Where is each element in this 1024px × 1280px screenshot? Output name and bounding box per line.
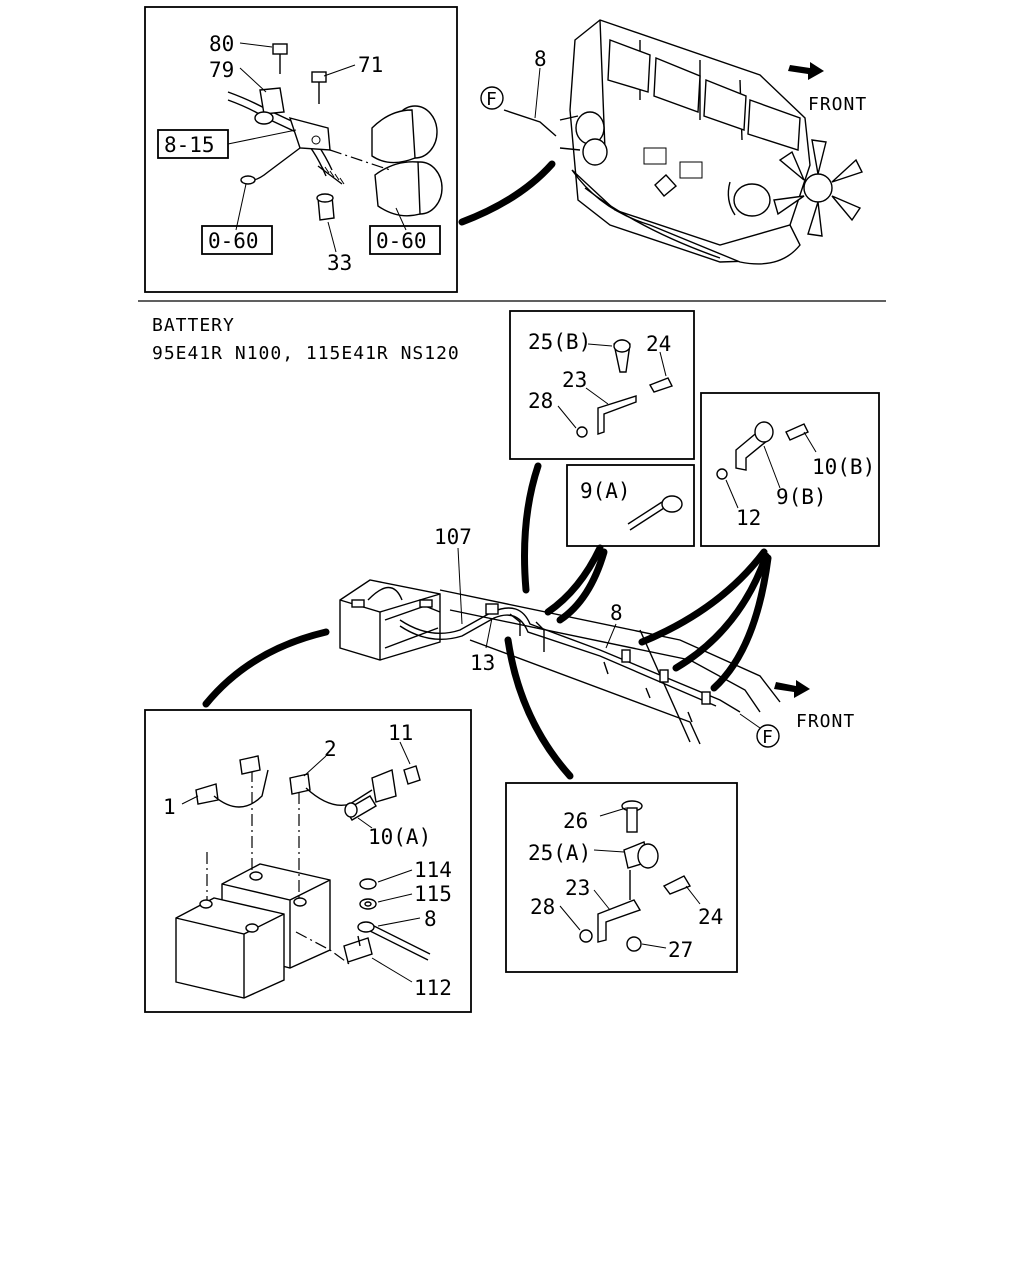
- detail-link-arc-25a: [504, 636, 574, 780]
- callout-115: 115: [414, 882, 452, 906]
- callout-28-top: 28: [528, 389, 553, 413]
- callout-1: 1: [163, 795, 176, 819]
- callout-8-mid: 8: [610, 601, 623, 625]
- front-label-lower: FRONT: [796, 711, 855, 732]
- callout-9a: 9(A): [580, 479, 631, 503]
- callout-23-bottom: 23: [565, 876, 590, 900]
- detail-link-arc-9a: [544, 544, 604, 616]
- starter-detail-inset: 80 79 71 8-15 0-60 0-60 33: [144, 6, 458, 293]
- callout-24-top: 24: [646, 332, 671, 356]
- detail-link-arc-25b: [521, 462, 542, 594]
- front-arrow-icon: [788, 62, 824, 80]
- callout-23-top: 23: [562, 368, 587, 392]
- callout-33: 33: [327, 251, 352, 275]
- callout-2: 2: [324, 737, 337, 761]
- callout-71: 71: [358, 53, 383, 77]
- connector-f-marker-upper: F: [480, 86, 504, 110]
- callout-12: 12: [736, 506, 761, 530]
- callout-8-bottom: 8: [424, 907, 437, 931]
- callout-107: 107: [434, 525, 472, 549]
- front-direction-marker-lower: FRONT: [774, 680, 855, 732]
- callout-80: 80: [209, 32, 234, 56]
- callout-8-top: 8: [534, 47, 547, 71]
- connector-f-marker-lower: F: [739, 713, 780, 748]
- section-title: BATTERY: [152, 315, 235, 336]
- battery-spec-text: 95E41R N100, 115E41R NS120: [152, 343, 460, 364]
- detail-link-arc-battery: [202, 628, 330, 708]
- detail-link-arc-9b-1: [638, 548, 768, 646]
- callout-24-bottom: 24: [698, 905, 723, 929]
- clip-9a-inset: 9(A): [566, 464, 695, 547]
- callout-10b: 10(B): [812, 455, 875, 479]
- callout-26: 26: [563, 809, 588, 833]
- callout-9b: 9(B): [776, 485, 827, 509]
- clamp-25a-inset: 26 25(A) 23 28 24 27: [505, 782, 738, 973]
- detail-link-arc-engine: [458, 160, 556, 226]
- front-label-upper: FRONT: [808, 94, 867, 115]
- ref-box-0-60-right: 0-60: [376, 229, 427, 253]
- callout-112: 112: [414, 976, 452, 1000]
- front-direction-marker-upper: FRONT: [788, 62, 867, 115]
- battery-cable-inset: 1 2 11 10(A) 114 115 8 112: [144, 709, 472, 1013]
- detail-link-arc-9a-2: [556, 548, 608, 624]
- callout-79: 79: [209, 58, 234, 82]
- bracket-25b-inset: 25(B) 24 23 28: [509, 310, 695, 460]
- fan-icon: [773, 139, 863, 237]
- callout-10a: 10(A): [368, 825, 431, 849]
- front-arrow-icon-lower: [774, 680, 810, 698]
- battery-harness-assembly: 107 13 8: [339, 525, 781, 745]
- connector-f-label-lower: F: [762, 727, 774, 748]
- callout-13: 13: [470, 651, 495, 675]
- connector-f-label-upper: F: [486, 89, 498, 110]
- callout-11: 11: [388, 721, 413, 745]
- ref-box-8-15: 8-15: [164, 133, 215, 157]
- engine-illustration: [503, 19, 863, 265]
- ref-box-0-60-left: 0-60: [208, 229, 259, 253]
- detail-link-arc-9b-2: [672, 552, 770, 672]
- callout-28-bottom: 28: [530, 895, 555, 919]
- clamp-9b-inset: 10(B) 9(B) 12: [700, 392, 880, 547]
- callout-27: 27: [668, 938, 693, 962]
- callout-114: 114: [414, 858, 452, 882]
- callout-25a: 25(A): [528, 841, 591, 865]
- callout-25b: 25(B): [528, 330, 591, 354]
